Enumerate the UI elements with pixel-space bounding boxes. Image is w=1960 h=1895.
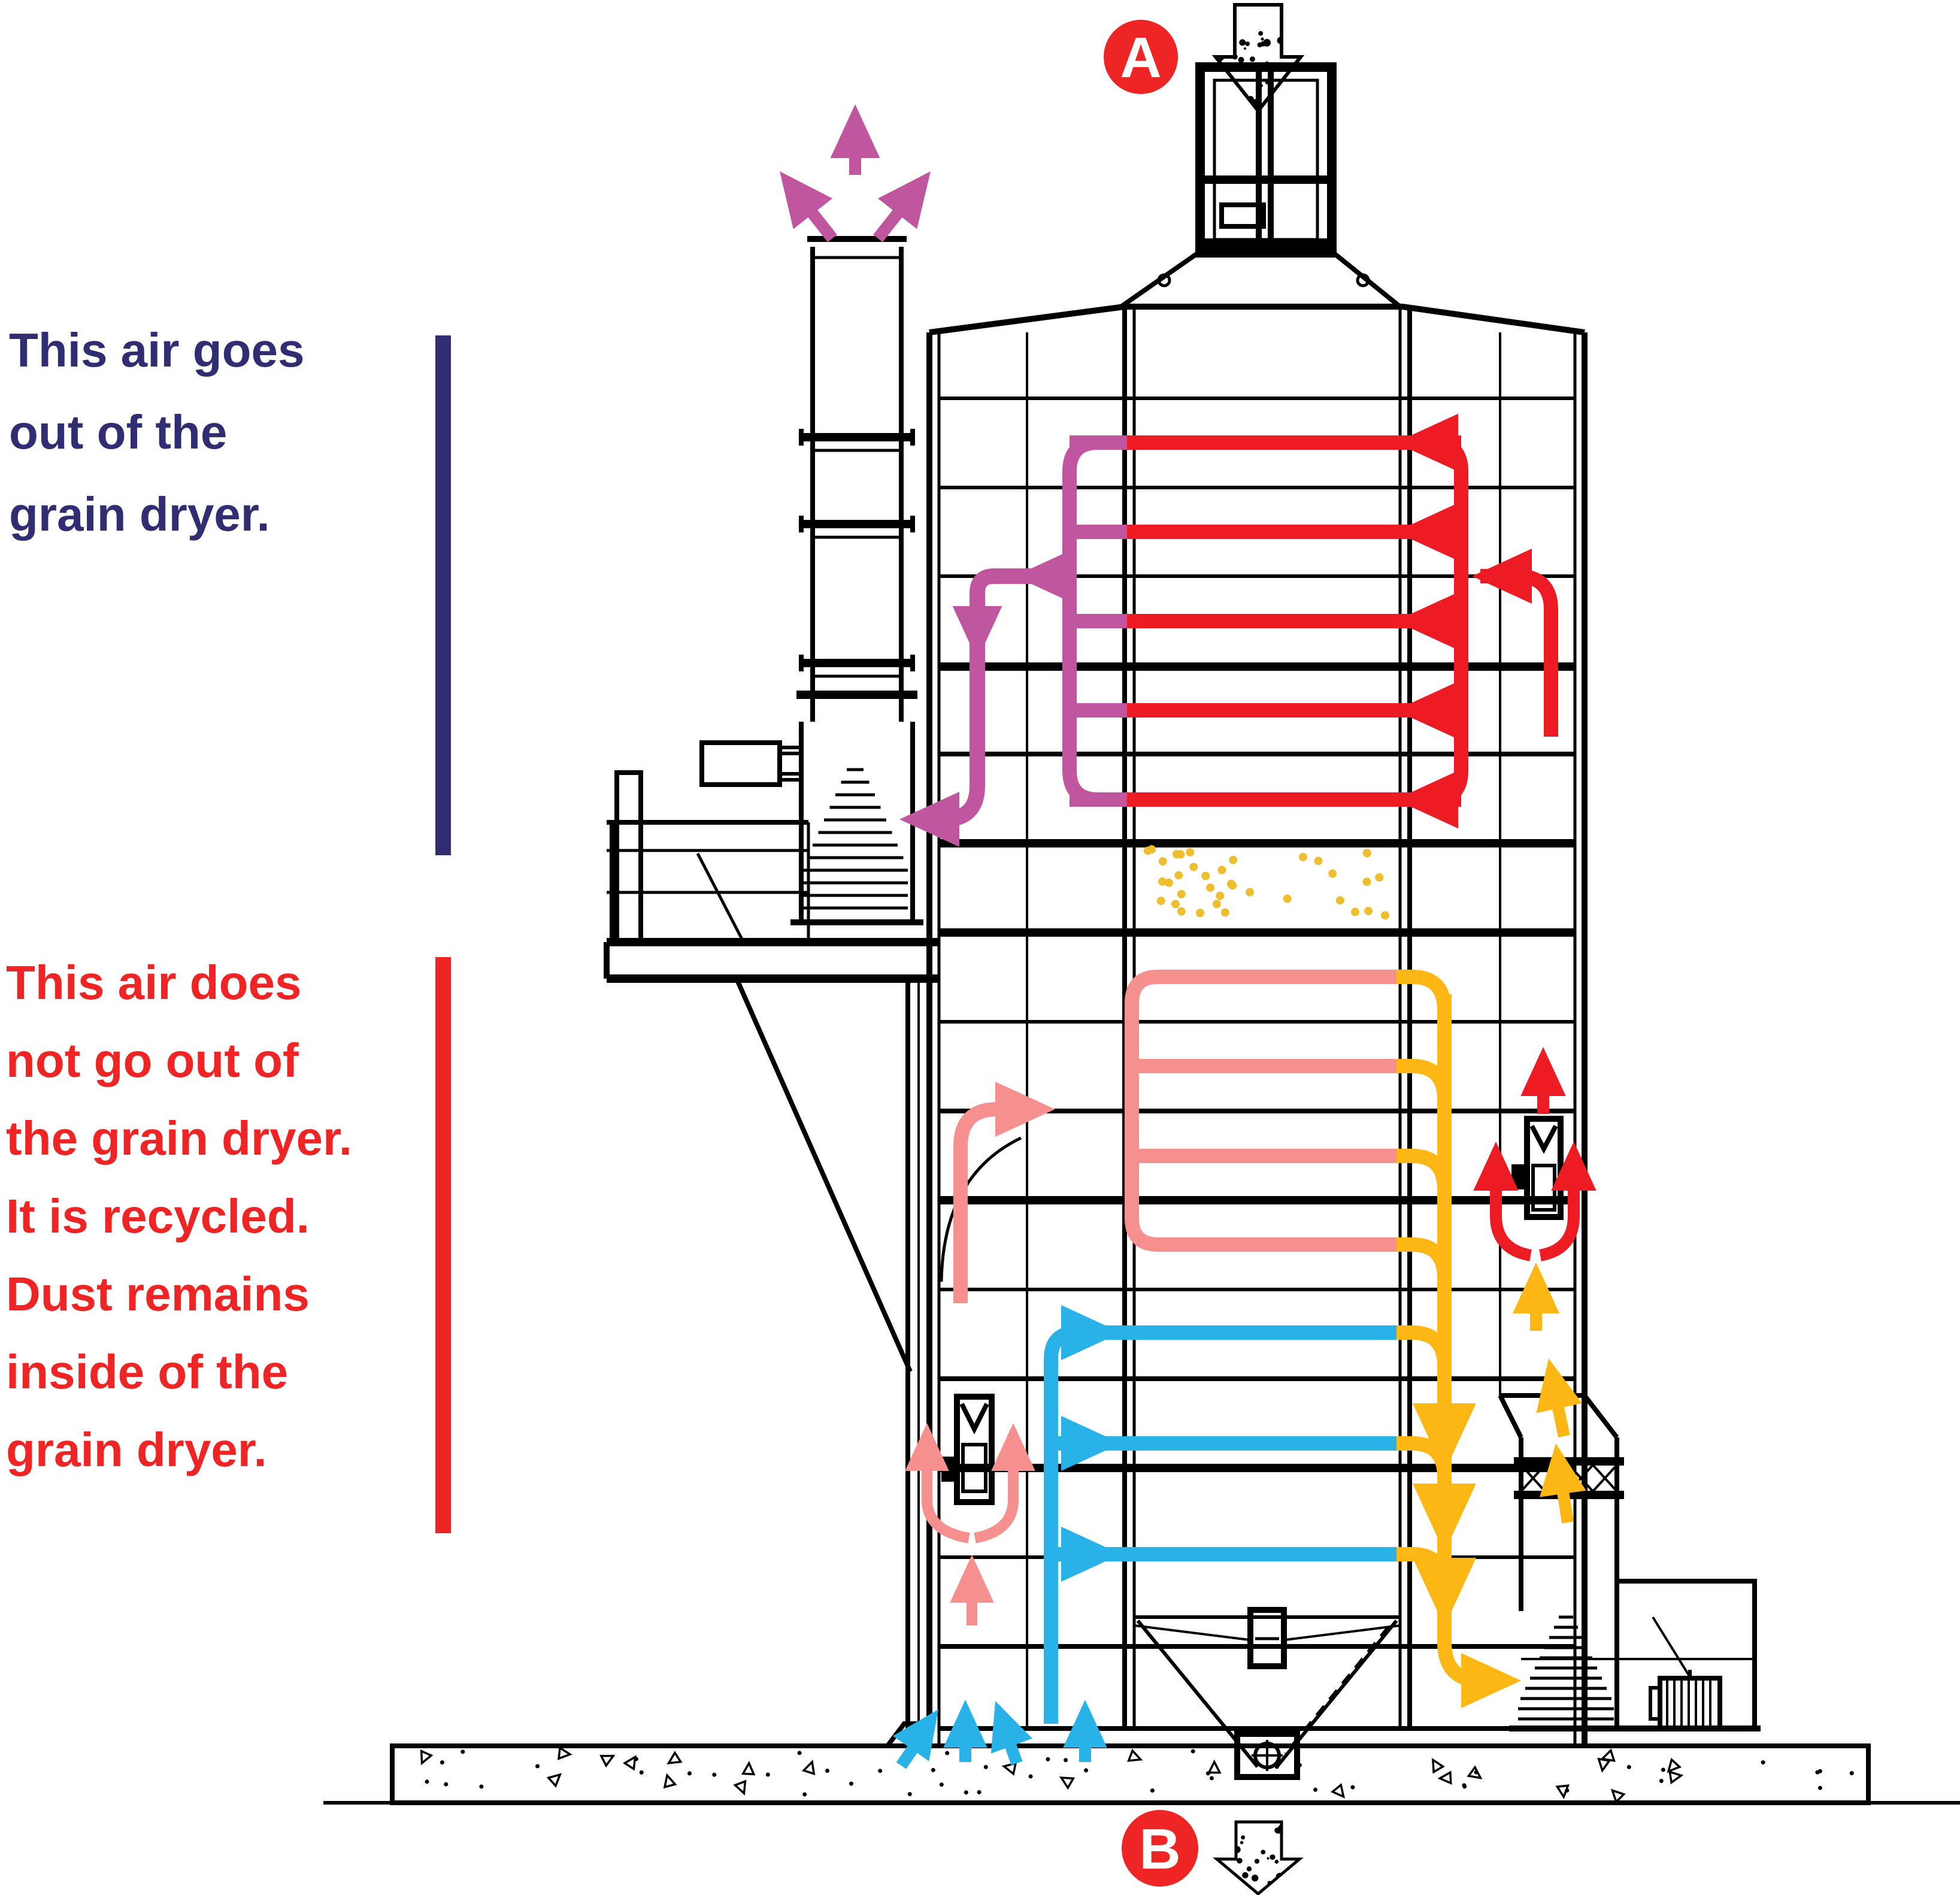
exhaust-caption-line: grain dryer. [9, 488, 270, 541]
recycled-caption: This air does not go out of the grain dr… [6, 956, 451, 1533]
recirculation-fan-motor [1649, 1670, 1722, 1731]
grain-inlet-box [1195, 62, 1337, 258]
dryer-tower [926, 62, 1588, 1780]
marker-a-letter: A [1120, 26, 1161, 90]
left-air-valve [941, 1394, 995, 1505]
marker-b: B [1122, 1810, 1304, 1895]
tower-roof [929, 304, 1585, 335]
grain-out-arrow [1213, 1820, 1304, 1895]
recycled-caption-line: inside of the [6, 1345, 288, 1398]
recirculation-fan-housing [1509, 1579, 1761, 1731]
fan-intake-cone [1518, 1615, 1614, 1721]
exhaust-caption-bar [435, 335, 451, 855]
recycled-caption-line: not go out of [6, 1034, 299, 1087]
concrete-speckles [420, 1746, 1854, 1803]
recycled-caption-line: the grain dryer. [6, 1112, 352, 1165]
intake-arrows [892, 1693, 1107, 1769]
grain-layer [1143, 845, 1390, 920]
fresh-air-flow-blue [892, 1325, 1107, 1769]
discharge-hopper [1134, 1607, 1401, 1780]
platform-stand [614, 770, 643, 945]
exhaust-caption: This air goes out of the grain dryer. [9, 323, 451, 855]
exhaust-caption-line: out of the [9, 405, 227, 459]
stack-flanges [796, 429, 917, 699]
recirculation-fan-assembly [1498, 1393, 1761, 1731]
exhaust-stack-assembly [604, 236, 939, 1748]
marker-a: A [1104, 3, 1305, 114]
service-platform [604, 770, 939, 1748]
exhaust-stack [810, 247, 904, 722]
stack-exit-arrows [760, 104, 950, 243]
exhaust-fan-motor [699, 740, 782, 787]
recycled-caption-line: Dust remains [6, 1267, 310, 1321]
marker-b-circle [1122, 1810, 1198, 1887]
marker-a-circle [1104, 20, 1178, 94]
hot-air-flow-red [1419, 435, 1597, 1261]
grain-in-arrow [1211, 3, 1305, 114]
exhaust-air-flow-purple [760, 104, 1127, 847]
recycled-caption-bar [435, 957, 451, 1533]
discharge-gate [1234, 1731, 1300, 1780]
recycled-caption-line: This air does [6, 956, 301, 1009]
marker-b-letter: B [1139, 1817, 1180, 1881]
fan-intake-cone [802, 768, 908, 910]
foundation [323, 1743, 1960, 1805]
inlet-hood [1119, 249, 1402, 309]
platform-brace [734, 977, 913, 1373]
recycled-caption-line: It is recycled. [6, 1189, 310, 1243]
collected-air-flow-yellow [1413, 994, 1586, 1708]
recycled-caption-line: grain dryer. [6, 1423, 267, 1476]
exhaust-caption-line: This air goes [9, 323, 304, 377]
recycled-air-flow-pink [905, 970, 1168, 1625]
